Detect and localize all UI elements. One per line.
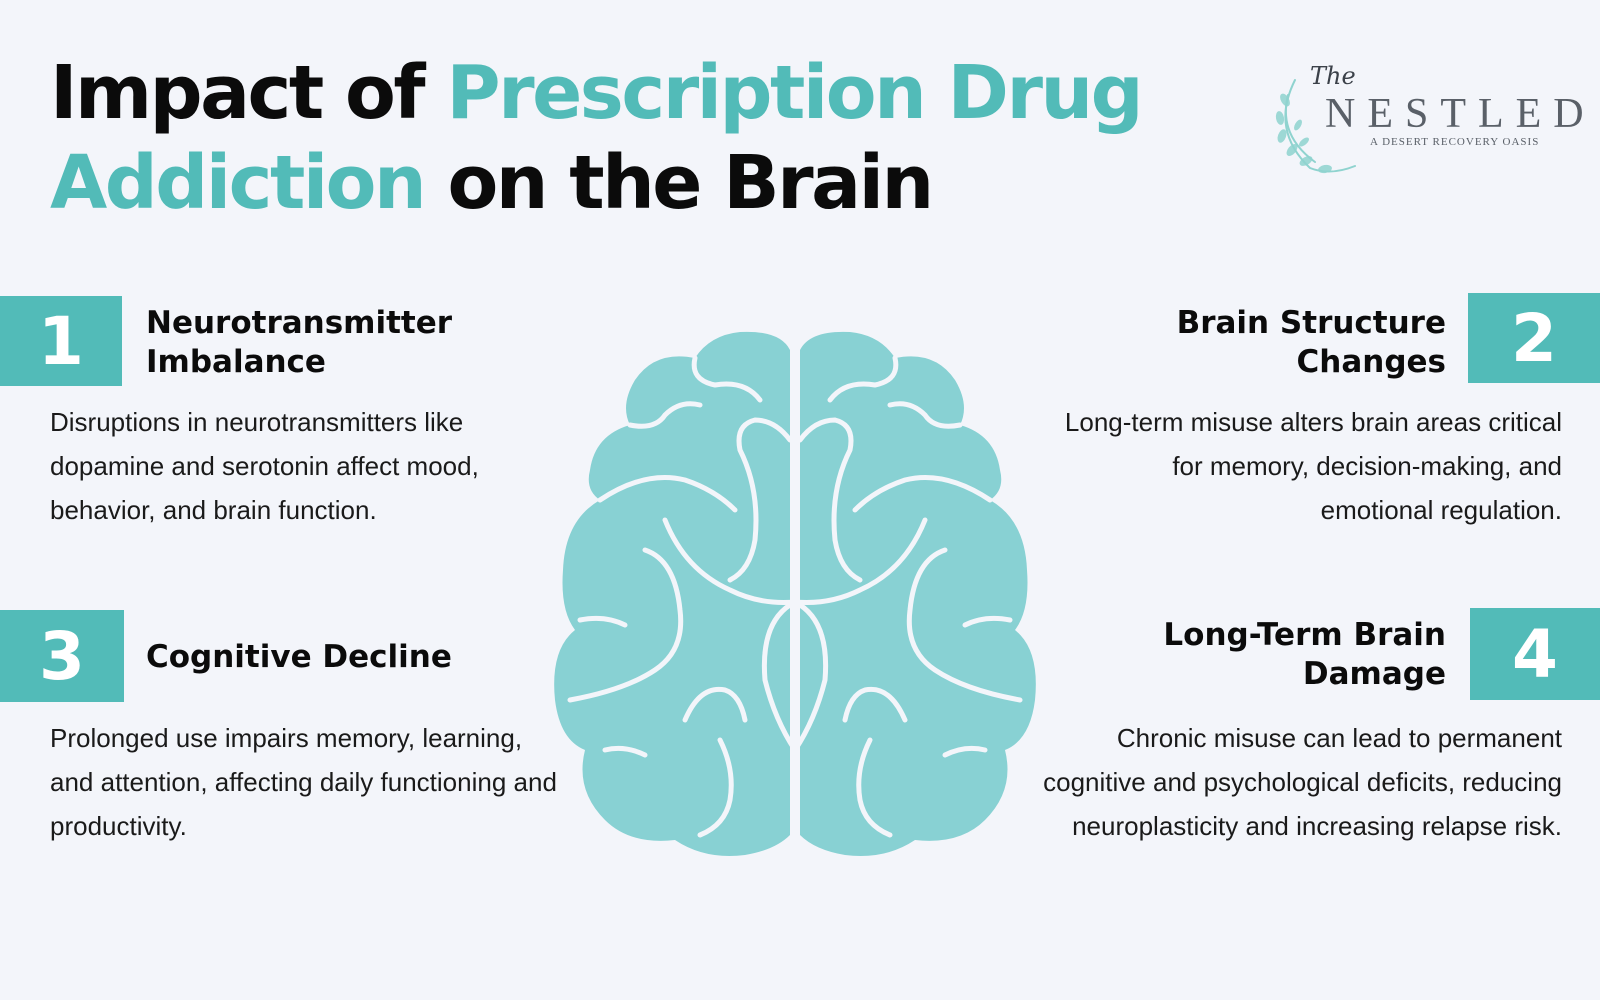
logo-tagline: A DESERT RECOVERY OASIS <box>1370 136 1540 148</box>
number-badge-1: 1 <box>0 296 122 386</box>
item-3-description: Prolonged use impairs memory, learning, … <box>50 723 557 841</box>
item-4-heading: Long-Term Brain Damage <box>1163 616 1446 694</box>
brain-icon <box>554 331 1036 856</box>
number-3: 3 <box>39 617 85 695</box>
brand-logo: The NESTLED A DESERT RECOVERY OASIS <box>1270 60 1584 174</box>
logo-the: The <box>1310 62 1356 90</box>
item-4-heading-line1: Long-Term Brain <box>1163 617 1446 653</box>
title-part-4: on the Brain <box>424 140 934 226</box>
item-3-heading-line1: Cognitive Decline <box>146 639 452 675</box>
item-2-heading-line1: Brain Structure <box>1176 305 1446 341</box>
item-2-heading: Brain Structure Changes <box>1177 304 1446 382</box>
title-part-1: Impact of <box>50 50 447 136</box>
page-title: Impact of Prescription Drug Addiction on… <box>50 48 1144 228</box>
title-accent-2: Addiction <box>50 140 427 226</box>
item-2-heading-line2: Changes <box>1296 344 1446 380</box>
number-badge-4: 4 <box>1470 608 1600 700</box>
leaf-wreath-icon <box>1275 79 1356 174</box>
number-badge-3: 3 <box>0 610 124 702</box>
item-1-heading-line2: Imbalance <box>146 344 326 380</box>
item-2-description: Long-term misuse alters brain areas crit… <box>1064 407 1562 525</box>
number-4: 4 <box>1512 615 1558 693</box>
item-4-heading-line2: Damage <box>1302 656 1446 692</box>
logo-name: NESTLED <box>1325 91 1596 137</box>
item-4-description: Chronic misuse can lead to permanent cog… <box>1043 723 1562 841</box>
number-badge-2: 2 <box>1468 293 1600 383</box>
item-1-description: Disruptions in neurotransmitters like do… <box>50 407 479 525</box>
title-accent-1: Prescription Drug <box>446 50 1143 136</box>
item-3-heading: Cognitive Decline <box>146 638 452 677</box>
number-1: 1 <box>38 302 84 380</box>
item-1-heading-line1: Neurotransmitter <box>146 305 453 341</box>
item-1-heading: Neurotransmitter Imbalance <box>146 304 452 382</box>
number-2: 2 <box>1511 299 1557 377</box>
